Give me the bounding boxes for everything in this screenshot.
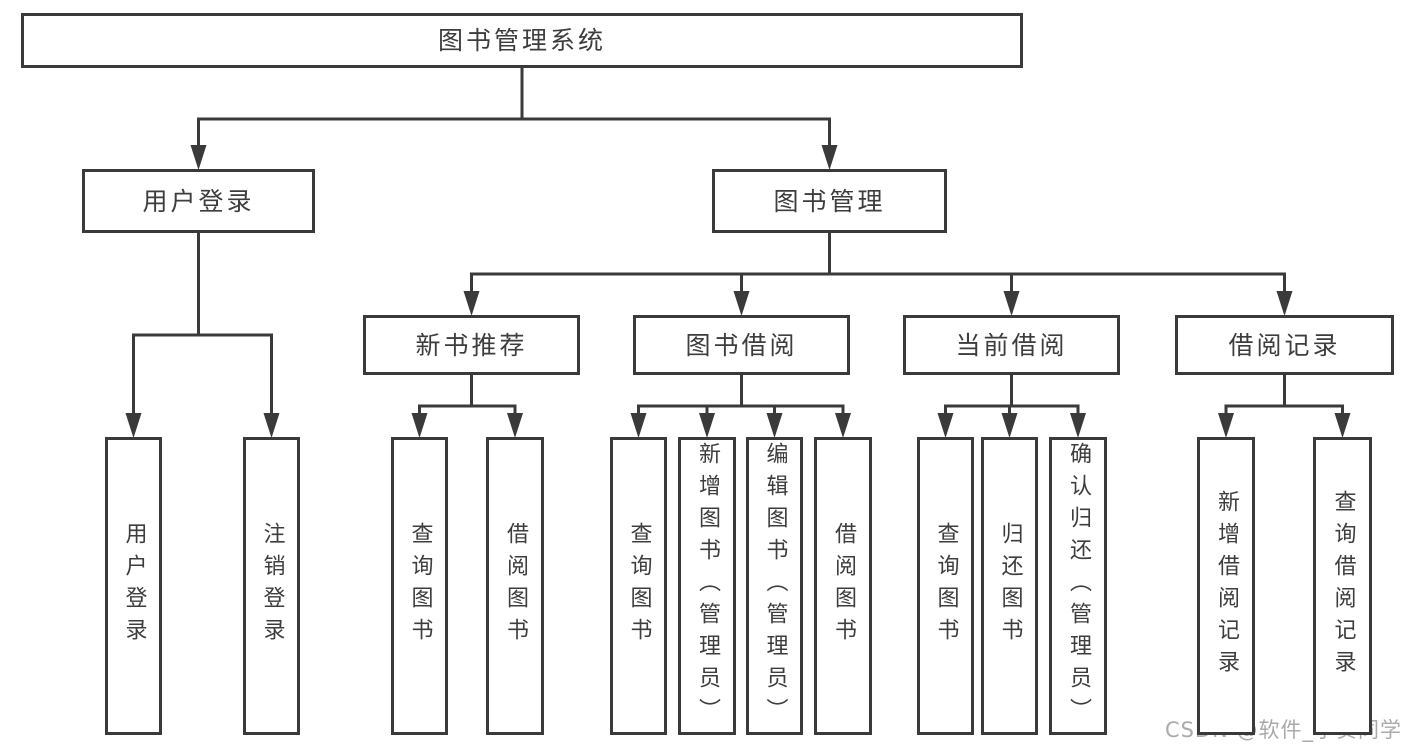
node-label-leaf-query-borrow-record: 查询借阅记录 bbox=[1330, 490, 1356, 682]
node-label-leaf-add-borrow-record: 新增借阅记录 bbox=[1214, 490, 1239, 682]
arrowhead-icon bbox=[190, 145, 207, 170]
node-user-login: 用户登录 bbox=[82, 169, 315, 233]
arrowhead-icon bbox=[1276, 291, 1293, 316]
node-leaf-edit-book: 编辑图书（管理员） bbox=[746, 437, 803, 735]
arrowhead-icon bbox=[507, 413, 523, 438]
arrowhead-icon bbox=[699, 413, 715, 438]
node-new-book-rec: 新书推荐 bbox=[363, 315, 580, 375]
arrowhead-icon bbox=[766, 413, 783, 438]
arrowhead-icon bbox=[1218, 413, 1234, 438]
node-leaf-user-login: 用户登录 bbox=[105, 437, 162, 735]
node-label-new-book-rec: 新书推荐 bbox=[415, 330, 528, 360]
node-label-leaf-user-login: 用户登录 bbox=[121, 522, 147, 650]
node-label-root: 图书管理系统 bbox=[437, 26, 606, 55]
arrowhead-icon bbox=[263, 413, 280, 438]
node-label-leaf-borrow-book-1: 借阅图书 bbox=[503, 522, 528, 650]
arrowhead-icon bbox=[125, 413, 142, 438]
node-label-book-borrow: 图书借阅 bbox=[685, 330, 798, 360]
node-book-mgmt: 图书管理 bbox=[712, 169, 947, 233]
node-leaf-query-book-2: 查询图书 bbox=[610, 437, 667, 735]
arrowhead-icon bbox=[630, 413, 647, 438]
node-root: 图书管理系统 bbox=[21, 13, 1023, 68]
arrowhead-icon bbox=[1070, 413, 1086, 438]
node-label-leaf-return-book: 归还图书 bbox=[997, 522, 1023, 650]
node-label-leaf-borrow-book-2: 借阅图书 bbox=[831, 522, 856, 650]
node-label-leaf-query-book-1: 查询图书 bbox=[407, 522, 433, 650]
node-label-borrow-records: 借阅记录 bbox=[1228, 330, 1341, 360]
node-label-user-login: 用户登录 bbox=[142, 186, 255, 216]
node-leaf-add-borrow-record: 新增借阅记录 bbox=[1197, 437, 1255, 735]
node-book-borrow: 图书借阅 bbox=[633, 315, 850, 375]
arrowhead-icon bbox=[411, 413, 428, 438]
node-leaf-logout: 注销登录 bbox=[243, 437, 300, 735]
arrowhead-icon bbox=[733, 291, 750, 316]
node-leaf-borrow-book-1: 借阅图书 bbox=[486, 437, 544, 735]
node-leaf-query-book-3: 查询图书 bbox=[917, 437, 974, 735]
node-leaf-add-book: 新增图书（管理员） bbox=[678, 437, 736, 735]
arrowhead-icon bbox=[835, 413, 851, 438]
node-leaf-query-book-1: 查询图书 bbox=[391, 437, 448, 735]
arrowhead-icon bbox=[821, 145, 838, 170]
arrowhead-icon bbox=[1001, 413, 1018, 438]
node-current-borrow: 当前借阅 bbox=[903, 315, 1120, 375]
arrowhead-icon bbox=[937, 413, 954, 438]
node-leaf-return-book: 归还图书 bbox=[981, 437, 1038, 735]
node-label-leaf-edit-book: 编辑图书（管理员） bbox=[762, 442, 788, 730]
node-leaf-confirm-return: 确认归还（管理员） bbox=[1049, 437, 1107, 735]
node-leaf-borrow-book-2: 借阅图书 bbox=[814, 437, 872, 735]
node-label-leaf-query-book-3: 查询图书 bbox=[933, 522, 959, 650]
node-label-book-mgmt: 图书管理 bbox=[773, 186, 886, 216]
node-label-current-borrow: 当前借阅 bbox=[955, 330, 1068, 360]
node-label-leaf-add-book: 新增图书（管理员） bbox=[695, 442, 720, 730]
node-leaf-query-borrow-record: 查询借阅记录 bbox=[1313, 437, 1372, 735]
arrowhead-icon bbox=[463, 291, 480, 316]
arrowhead-icon bbox=[1003, 291, 1020, 316]
node-label-leaf-query-book-2: 查询图书 bbox=[626, 522, 652, 650]
node-borrow-records: 借阅记录 bbox=[1175, 315, 1394, 375]
node-label-leaf-confirm-return: 确认归还（管理员） bbox=[1066, 442, 1091, 730]
arrowhead-icon bbox=[1334, 413, 1351, 438]
node-label-leaf-logout: 注销登录 bbox=[259, 522, 285, 650]
